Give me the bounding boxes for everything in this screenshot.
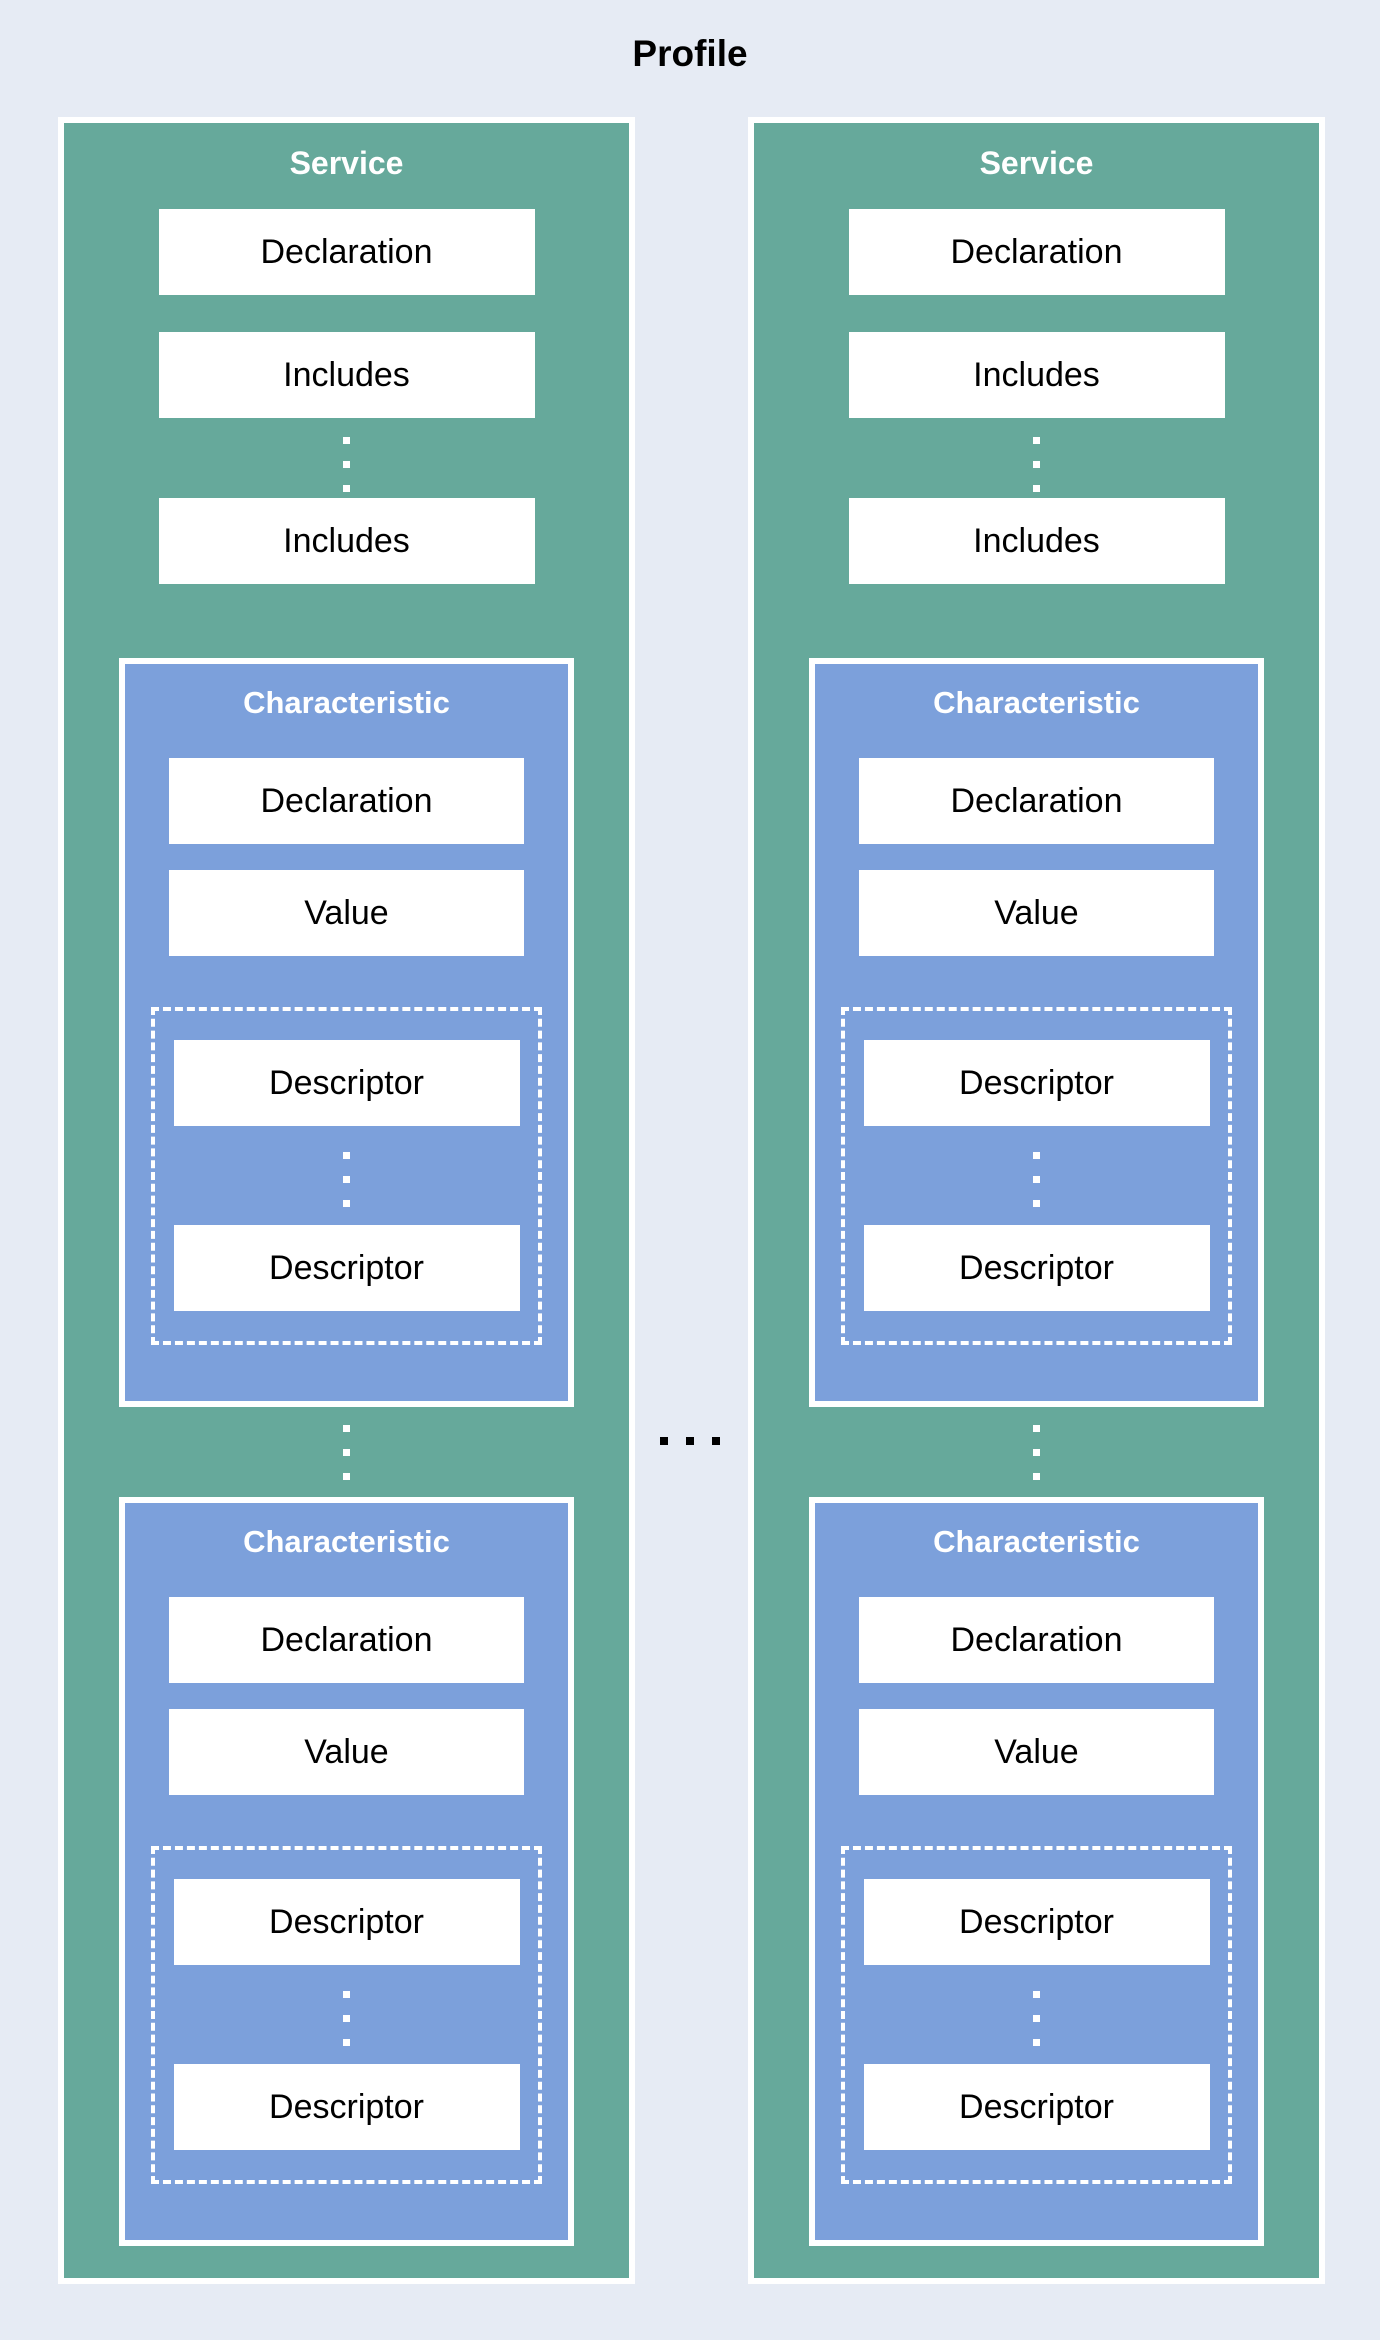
service-declaration-box: Declaration <box>848 209 1225 295</box>
vertical-ellipsis-icon <box>845 1991 1228 2046</box>
service-title: Service <box>979 145 1094 181</box>
descriptor-box: Descriptor <box>173 1879 520 1965</box>
characteristic-box: Characteristic Declaration Value Descrip… <box>809 658 1264 1407</box>
characteristic-declaration-box: Declaration <box>169 758 524 844</box>
characteristic-box: Characteristic Declaration Value Descrip… <box>809 1497 1264 2246</box>
characteristic-title: Characteristic <box>243 685 450 720</box>
descriptor-group: Descriptor Descriptor <box>151 1007 542 1345</box>
descriptor-box: Descriptor <box>863 1040 1210 1126</box>
characteristic-value-box: Value <box>859 1709 1214 1795</box>
service-includes-box: Includes <box>158 498 535 584</box>
vertical-ellipsis-icon <box>64 1425 629 1480</box>
descriptor-box: Descriptor <box>863 1225 1210 1311</box>
characteristic-title: Characteristic <box>243 1524 450 1559</box>
vertical-ellipsis-icon <box>754 1425 1319 1480</box>
vertical-ellipsis-icon <box>845 1152 1228 1207</box>
descriptor-box: Descriptor <box>173 1225 520 1311</box>
characteristic-title: Characteristic <box>933 685 1140 720</box>
horizontal-ellipsis-icon <box>660 1437 720 1445</box>
characteristic-declaration-box: Declaration <box>859 758 1214 844</box>
characteristic-value-box: Value <box>169 1709 524 1795</box>
vertical-ellipsis-icon <box>155 1991 538 2046</box>
vertical-ellipsis-icon <box>155 1152 538 1207</box>
descriptor-group: Descriptor Descriptor <box>841 1846 1232 2184</box>
vertical-ellipsis-icon <box>754 437 1319 492</box>
vertical-ellipsis-icon <box>64 437 629 492</box>
service-title: Service <box>289 145 404 181</box>
characteristic-declaration-box: Declaration <box>859 1597 1214 1683</box>
descriptor-group: Descriptor Descriptor <box>841 1007 1232 1345</box>
descriptor-box: Descriptor <box>863 2064 1210 2150</box>
page-title: Profile <box>632 33 748 74</box>
characteristic-title: Characteristic <box>933 1524 1140 1559</box>
characteristic-box: Characteristic Declaration Value Descrip… <box>119 658 574 1407</box>
service-box: Service Declaration Includes Includes Ch… <box>58 117 635 2284</box>
service-includes-box: Includes <box>848 498 1225 584</box>
characteristic-declaration-box: Declaration <box>169 1597 524 1683</box>
service-includes-box: Includes <box>158 332 535 418</box>
characteristic-box: Characteristic Declaration Value Descrip… <box>119 1497 574 2246</box>
descriptor-box: Descriptor <box>173 1040 520 1126</box>
characteristic-value-box: Value <box>169 870 524 956</box>
service-box: Service Declaration Includes Includes Ch… <box>748 117 1325 2284</box>
descriptor-box: Descriptor <box>863 1879 1210 1965</box>
descriptor-group: Descriptor Descriptor <box>151 1846 542 2184</box>
descriptor-box: Descriptor <box>173 2064 520 2150</box>
service-includes-box: Includes <box>848 332 1225 418</box>
service-declaration-box: Declaration <box>158 209 535 295</box>
characteristic-value-box: Value <box>859 870 1214 956</box>
